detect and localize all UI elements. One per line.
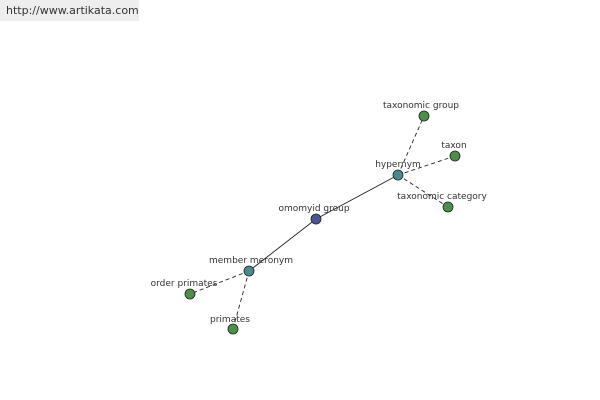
edge-hypernym-to-taxonomic-group xyxy=(397,115,425,176)
edge-center-to-hypernym xyxy=(315,174,399,220)
label-hypernym: hypernym xyxy=(375,160,421,170)
edge-hypernym-to-taxonomic-category xyxy=(397,174,449,208)
node-taxonomic-category[interactable] xyxy=(442,201,454,213)
edge-hypernym-to-taxon xyxy=(397,155,456,176)
node-order-primates[interactable] xyxy=(184,288,196,300)
label-order-primates: order primates xyxy=(151,279,218,289)
nodes-layer xyxy=(184,110,461,335)
node-center[interactable] xyxy=(310,213,322,225)
node-taxonomic-group[interactable] xyxy=(418,110,430,122)
node-hypernym[interactable] xyxy=(392,169,404,181)
edge-member-meronym-to-primates xyxy=(232,270,250,330)
label-member-meronym: member meronym xyxy=(209,256,293,266)
label-taxonomic-category: taxonomic category xyxy=(397,192,487,202)
edges-layer xyxy=(189,115,456,330)
node-member-meronym[interactable] xyxy=(243,265,255,277)
label-primates: primates xyxy=(210,315,250,325)
labels-layer: omomyid group hypernym member meronym taxon… xyxy=(151,101,488,325)
label-taxonomic-group: taxonomic group xyxy=(383,101,459,111)
node-taxon[interactable] xyxy=(449,150,461,162)
watermark-url: http://www.artikata.com xyxy=(0,0,139,21)
label-taxon: taxon xyxy=(441,141,466,151)
edge-center-to-member-meronym xyxy=(248,218,317,272)
edge-member-meronym-to-order-primates xyxy=(189,270,250,295)
node-primates[interactable] xyxy=(227,323,239,335)
label-center: omomyid group xyxy=(278,204,349,214)
